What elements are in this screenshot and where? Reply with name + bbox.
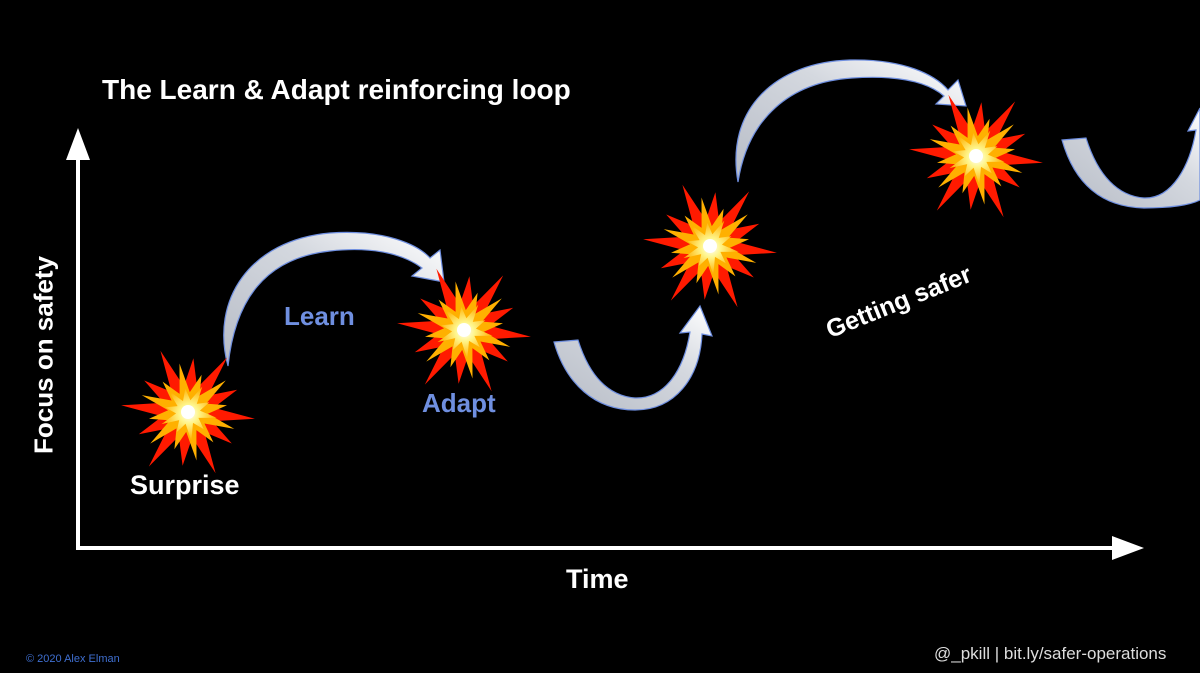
surprise-label: Surprise [130, 470, 240, 500]
curved-arrow-icon [1061, 107, 1200, 209]
curved-arrow-icon [735, 59, 967, 183]
x-axis-label: Time [566, 564, 629, 594]
explosion-icon [643, 184, 777, 308]
explosion-icon [909, 94, 1043, 218]
y-axis-label: Focus on safety [28, 256, 59, 454]
learn-label: Learn [284, 301, 355, 331]
curved-arrow-icon [553, 304, 713, 411]
diagram-title: The Learn & Adapt reinforcing loop [102, 74, 571, 105]
credit-link[interactable]: @_pkill | bit.ly/safer-operations [934, 644, 1167, 663]
explosion-icon [397, 268, 531, 392]
explosion-icon [121, 350, 255, 474]
copyright-text: © 2020 Alex Elman [26, 653, 120, 665]
adapt-label: Adapt [422, 388, 496, 418]
x-axis-arrowhead [1112, 536, 1144, 560]
axes [66, 128, 1144, 560]
y-axis-arrowhead [66, 128, 90, 160]
curved-arrow-icon [223, 231, 445, 367]
